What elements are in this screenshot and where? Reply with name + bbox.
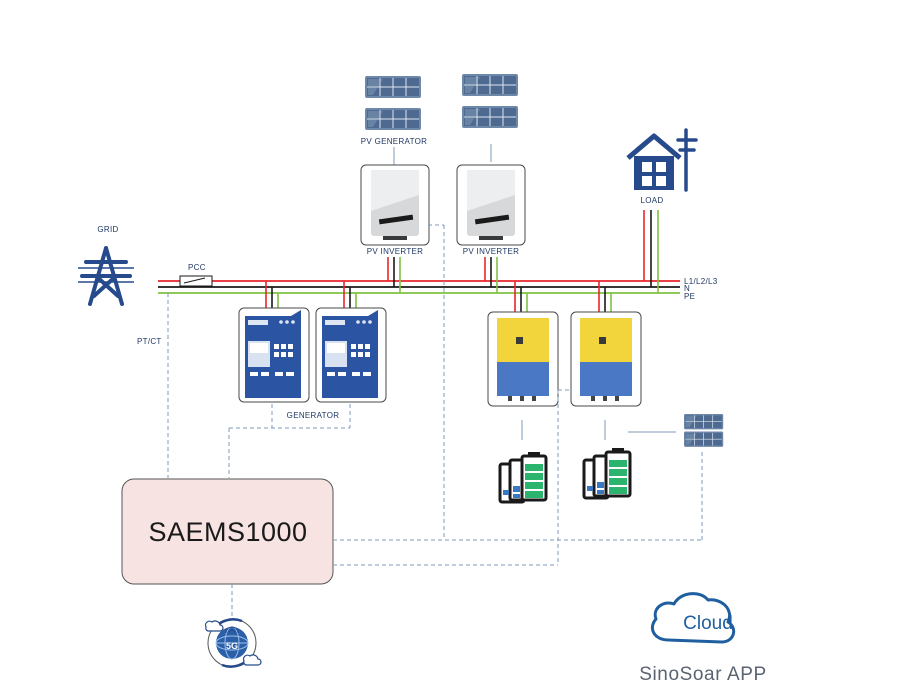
- bus-label-n: N: [684, 284, 690, 293]
- generator-controller-1: [238, 307, 310, 403]
- solar-panel-icon: [683, 413, 724, 430]
- controller-label: SAEMS1000: [148, 517, 307, 547]
- battery-stack-icon: [582, 446, 632, 500]
- battery-stack-icon: [498, 450, 548, 504]
- dc-pv-array: [683, 413, 724, 448]
- pv-inverter-1: [360, 164, 430, 246]
- load-label: LOAD: [641, 196, 664, 205]
- generator-drops: [265, 281, 357, 308]
- transmission-tower-icon: [78, 246, 134, 306]
- solar-panel-icon: [364, 107, 422, 131]
- ac-bus: [158, 280, 680, 294]
- app-label: SinoSoar APP: [639, 664, 767, 685]
- solar-panel-icon: [461, 105, 519, 129]
- svg-text:5G: 5G: [226, 641, 238, 651]
- storage-inverter-drops: [514, 281, 612, 312]
- cloud-label: Cloud: [683, 613, 733, 634]
- load-drops: [643, 210, 659, 293]
- solar-panel-icon: [461, 73, 519, 97]
- bus-label-l: L1/L2/L3: [684, 277, 718, 286]
- ptct-label: PT/CT: [137, 337, 162, 346]
- generator-comm: [228, 404, 351, 478]
- grid-label: GRID: [97, 225, 118, 234]
- storage-inverter-1: [487, 311, 559, 407]
- pv-generator-label: PV GENERATOR: [361, 137, 427, 146]
- pv-inverter-2: [456, 164, 526, 246]
- pv-array-2: [461, 73, 519, 129]
- generator-controller-2: [315, 307, 387, 403]
- controller-box: [121, 478, 334, 585]
- solar-panel-icon: [364, 75, 422, 99]
- pv-inverter-1-label: PV INVERTER: [367, 247, 424, 256]
- house-with-utility-pole-icon: [626, 128, 698, 192]
- cloud-icon: [651, 592, 736, 644]
- pv-inverter-2-label: PV INVERTER: [463, 247, 520, 256]
- storage-inverter-2: [570, 311, 642, 407]
- pcc-label: PCC: [188, 263, 206, 272]
- controller-comm-bus: [231, 539, 702, 617]
- solar-panel-icon: [683, 431, 724, 448]
- generator-label: GENERATOR: [287, 411, 340, 420]
- pv-inverter-drops: [387, 257, 498, 293]
- pv-array-1: [364, 75, 422, 131]
- 5g-globe-icon: 5G: [204, 618, 262, 668]
- bus-label-pe: PE: [684, 292, 695, 301]
- pcc-switch: [179, 275, 213, 287]
